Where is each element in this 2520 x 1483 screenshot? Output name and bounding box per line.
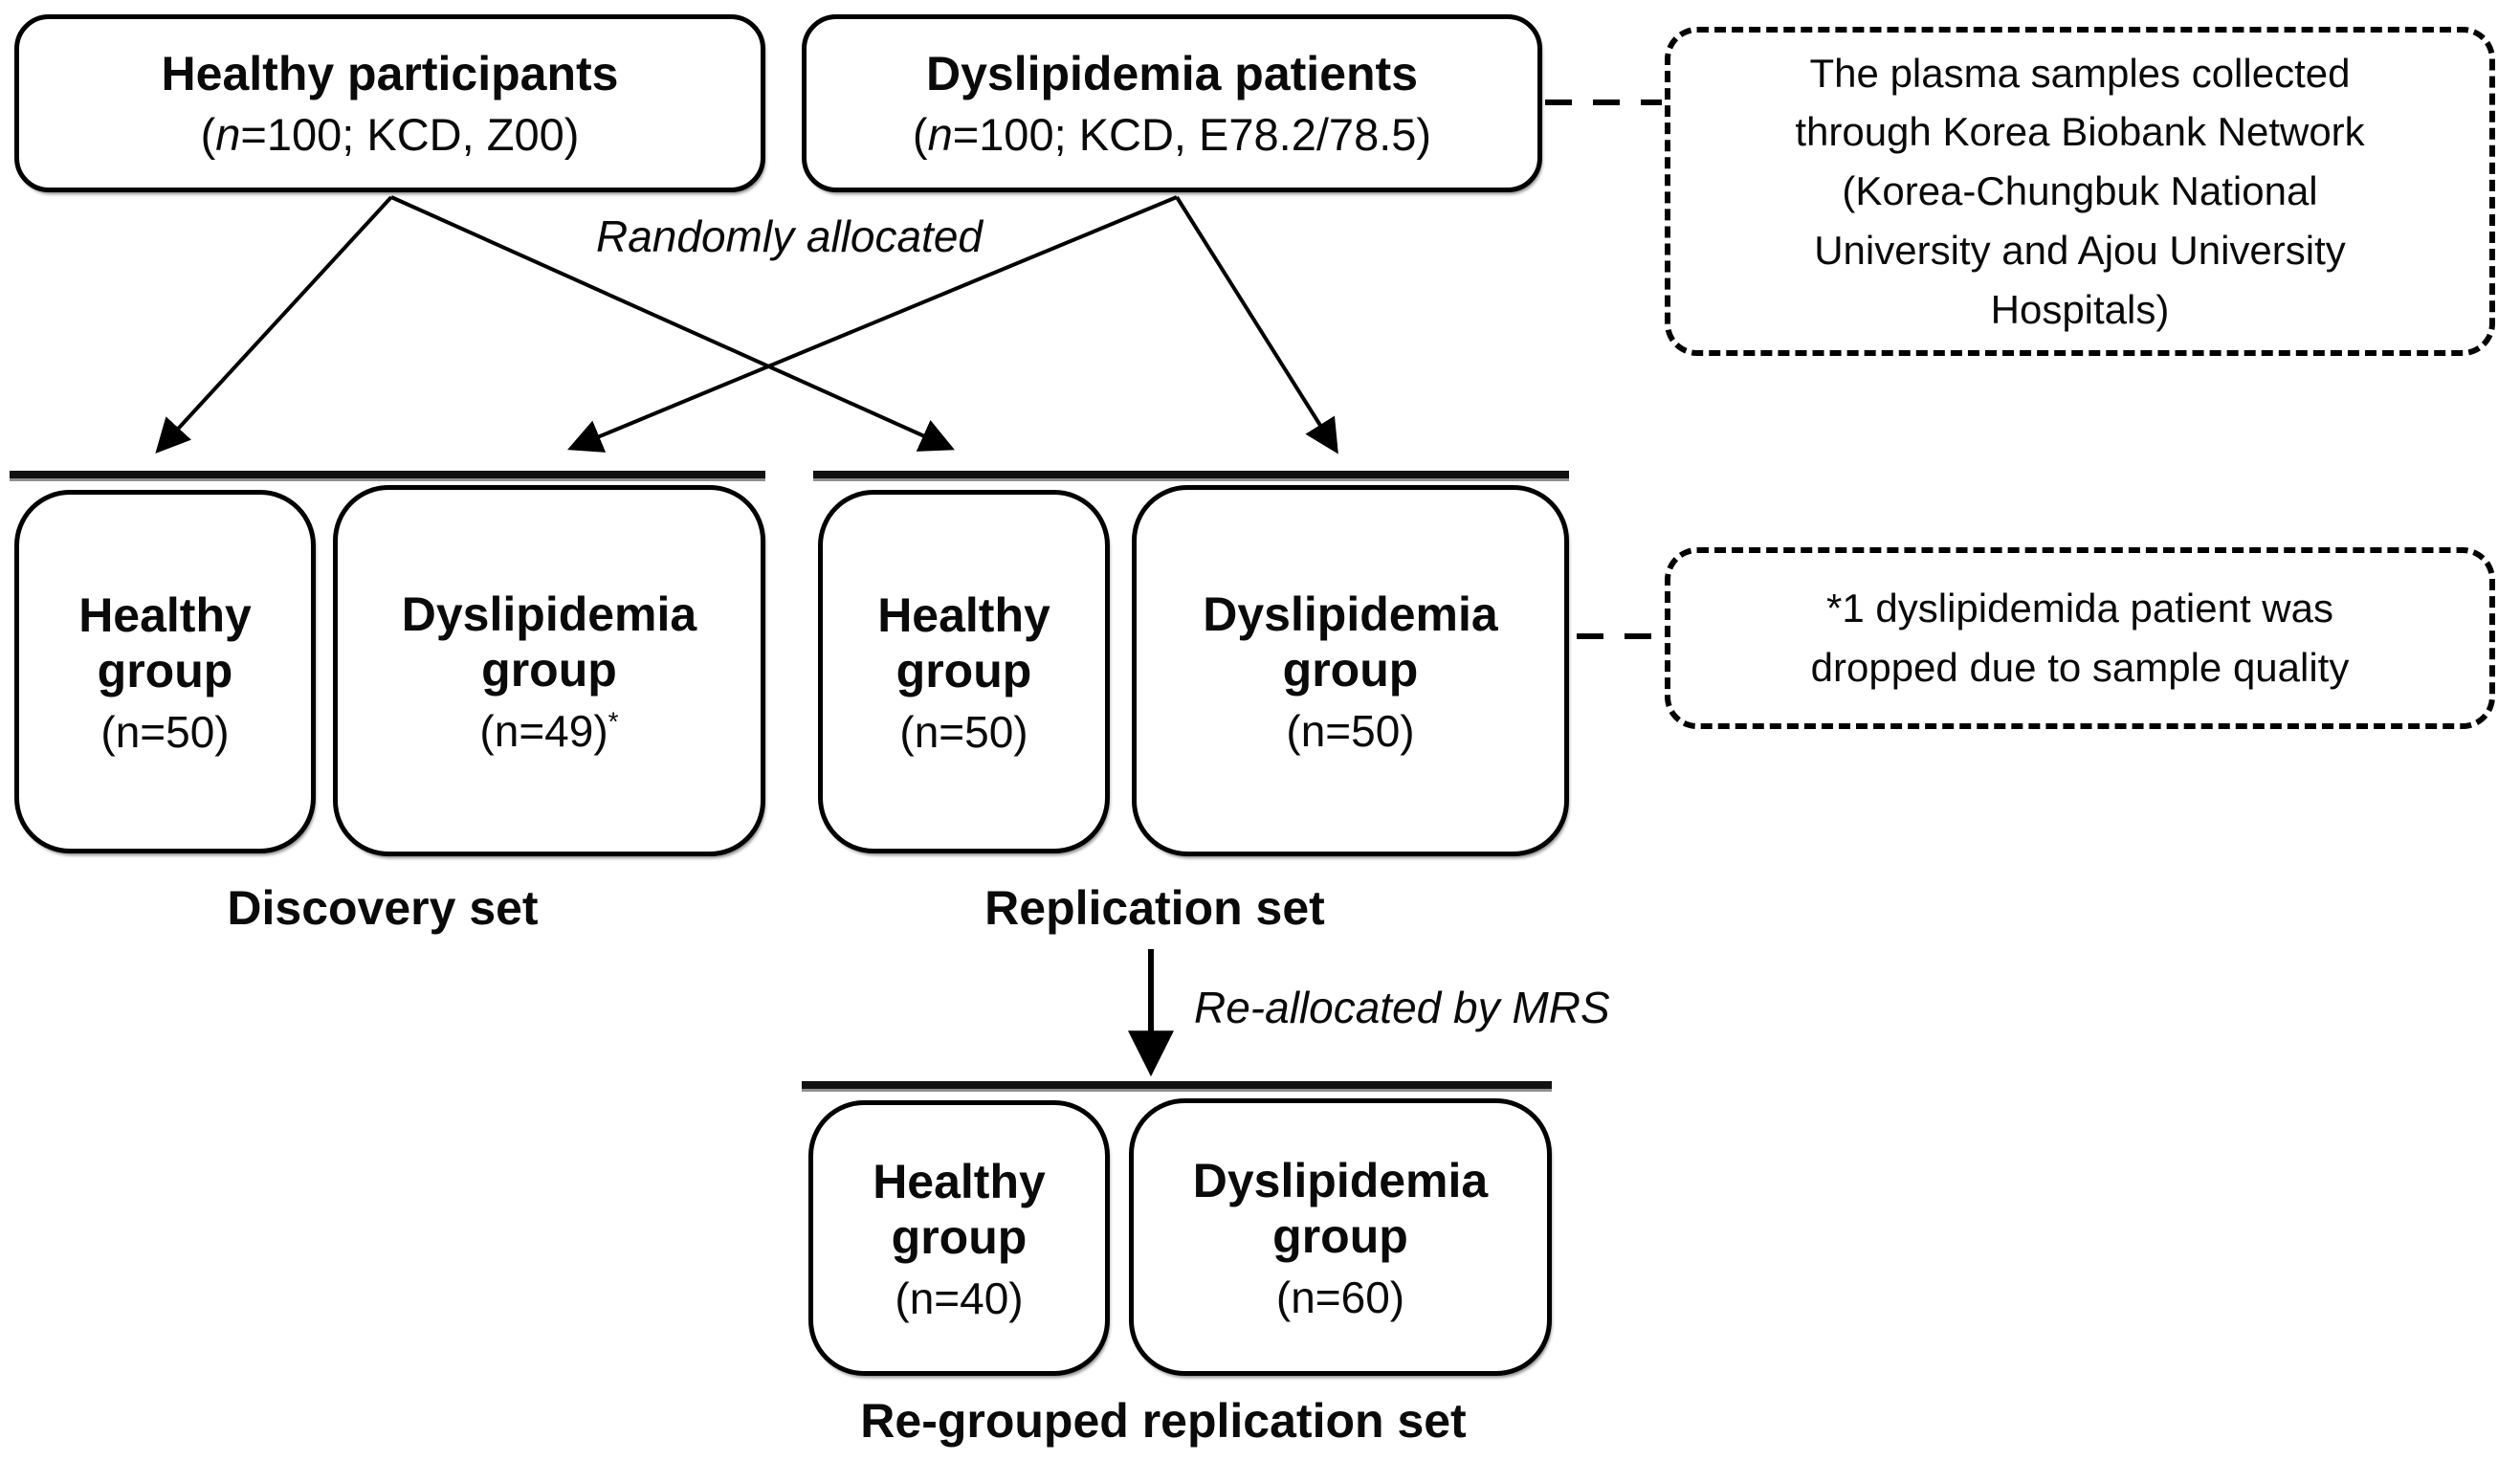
healthy-participants-subtitle: (n=100; KCD, Z00) xyxy=(201,109,580,161)
biobank-note-line: Hospitals) xyxy=(1990,286,2170,332)
subtitle-n-italic: n xyxy=(927,108,953,160)
subtitle-rest: =100; KCD, E78.2/78.5) xyxy=(952,108,1432,160)
group-count: (n=50) xyxy=(100,706,230,757)
group-title: Dyslipidemia group xyxy=(401,587,697,697)
regrouped-set-bar xyxy=(802,1081,1552,1089)
count-text: (n=50) xyxy=(1286,705,1415,756)
regrouped-set-label: Re-grouped replication set xyxy=(860,1394,1467,1448)
group-title: Healthy group xyxy=(877,587,1050,697)
biobank-note-line: The plasma samples collected xyxy=(1809,50,2351,96)
group-count: (n=49)* xyxy=(479,705,619,756)
arrow-healthy-to-replication xyxy=(390,195,955,452)
replication-healthy-group-box: Healthy group (n=50) xyxy=(818,490,1110,853)
group-title: Healthy group xyxy=(78,587,252,697)
discovery-dyslipidemia-group-box: Dyslipidemia group (n=49)* xyxy=(333,485,765,856)
group-count: (n=50) xyxy=(1286,705,1415,756)
dyslipidemia-patients-box: Dyslipidemia patients (n=100; KCD, E78.2… xyxy=(802,14,1542,192)
dyslipidemia-patients-title: Dyslipidemia patients xyxy=(925,46,1419,100)
count-text: (n=60) xyxy=(1275,1272,1405,1322)
count-text: (n=40) xyxy=(895,1273,1024,1323)
count-text: (n=49) xyxy=(479,705,608,756)
randomly-allocated-label: Randomly allocated xyxy=(595,211,983,261)
group-title: Dyslipidemia group xyxy=(1192,1153,1489,1263)
replication-set-bar-shadow xyxy=(813,478,1569,481)
group-title: Healthy group xyxy=(873,1154,1046,1264)
discovery-set-bar-shadow xyxy=(10,478,765,481)
regrouped-healthy-group-box: Healthy group (n=40) xyxy=(808,1100,1110,1376)
subtitle-open: ( xyxy=(912,108,928,160)
subtitle-open: ( xyxy=(200,108,216,160)
group-count: (n=40) xyxy=(895,1273,1024,1323)
dropped-patient-note: *1 dyslipidemida patient was dropped due… xyxy=(1665,547,2495,729)
regrouped-dyslipidemia-group-box: Dyslipidemia group (n=60) xyxy=(1129,1098,1552,1376)
healthy-participants-title: Healthy participants xyxy=(161,46,619,100)
group-title: Dyslipidemia group xyxy=(1203,587,1498,697)
biobank-note-line: (Korea-Chungbuk National xyxy=(1842,168,2318,214)
healthy-participants-box: Healthy participants (n=100; KCD, Z00) xyxy=(14,14,765,192)
subtitle-rest: =100; KCD, Z00) xyxy=(240,108,580,160)
arrow-healthy-to-discovery xyxy=(155,195,393,454)
biobank-note-line: through Korea Biobank Network xyxy=(1795,109,2365,155)
replication-dyslipidemia-group-box: Dyslipidemia group (n=50) xyxy=(1132,485,1569,856)
biobank-note-line: University and Ajou University xyxy=(1814,227,2346,273)
dropped-patient-note-line: *1 dyslipidemida patient was xyxy=(1826,586,2333,631)
discovery-healthy-group-box: Healthy group (n=50) xyxy=(14,490,316,853)
replication-set-label: Replication set xyxy=(984,881,1325,935)
arrow-dyslipidemia-to-replication xyxy=(1175,195,1338,454)
count-sup: * xyxy=(608,706,619,737)
replication-set-bar xyxy=(813,471,1569,478)
reallocated-by-mrs-label: Re-allocated by MRS xyxy=(1194,983,1610,1032)
biobank-note: The plasma samples collected through Kor… xyxy=(1665,27,2495,356)
dyslipidemia-patients-subtitle: (n=100; KCD, E78.2/78.5) xyxy=(913,109,1431,161)
arrow-dyslipidemia-to-discovery xyxy=(567,195,1178,453)
count-text: (n=50) xyxy=(100,706,230,757)
discovery-set-label: Discovery set xyxy=(227,881,539,935)
regrouped-set-bar-shadow xyxy=(802,1089,1552,1092)
dropped-patient-note-line: dropped due to sample quality xyxy=(1810,645,2350,690)
group-count: (n=50) xyxy=(899,706,1028,757)
count-text: (n=50) xyxy=(899,706,1028,757)
subtitle-n-italic: n xyxy=(215,108,241,160)
group-count: (n=60) xyxy=(1276,1273,1404,1322)
discovery-set-bar xyxy=(10,471,765,478)
